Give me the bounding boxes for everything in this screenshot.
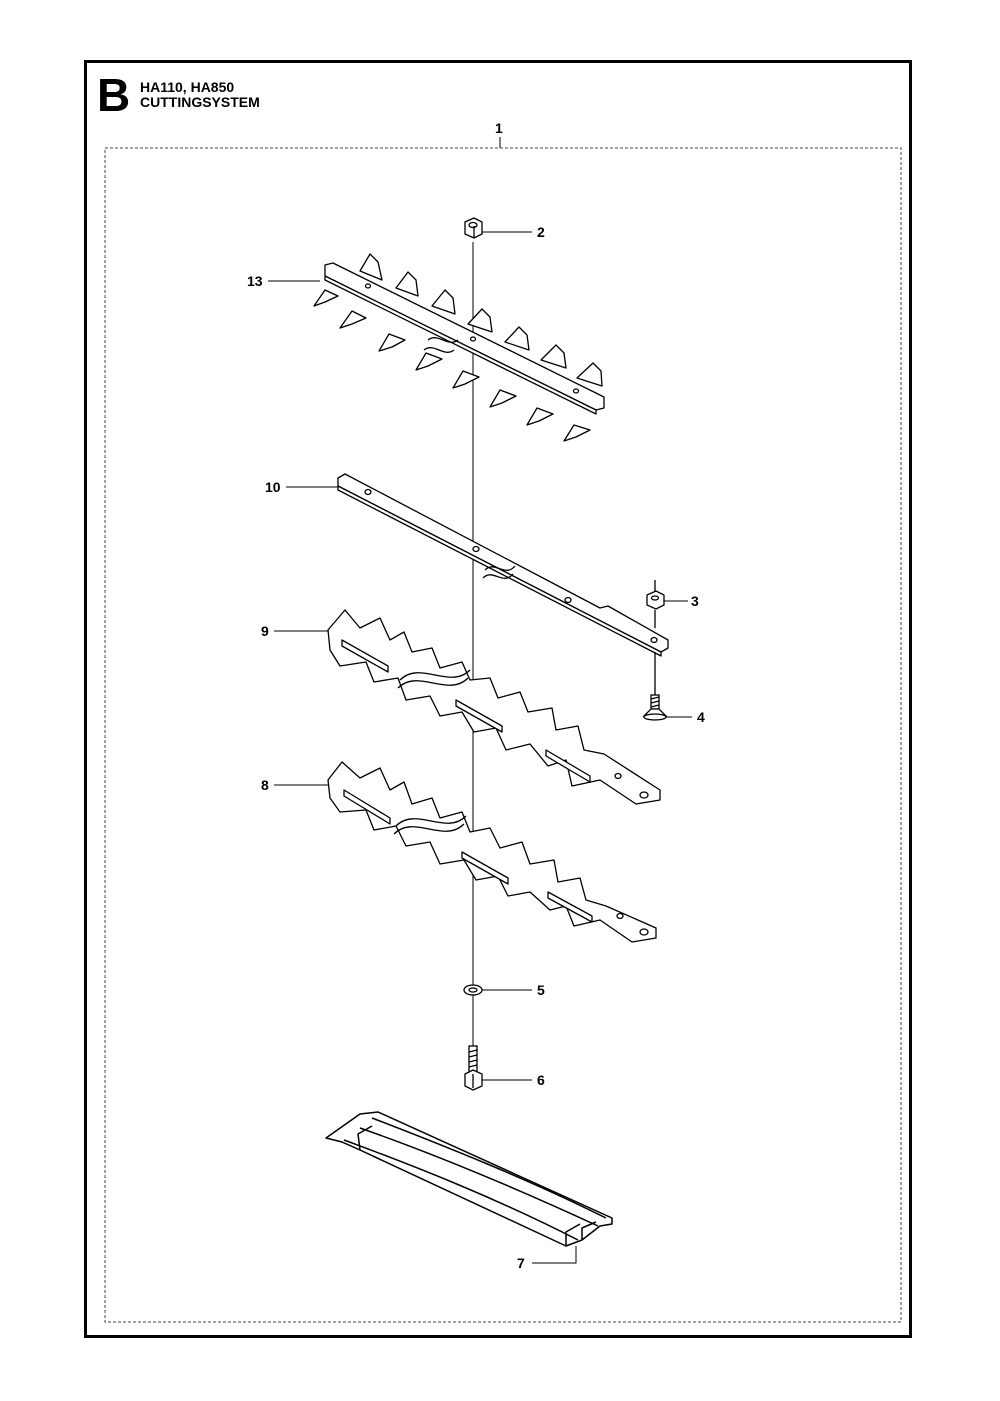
diagram-frame: [84, 60, 912, 1338]
callout-7: 7: [517, 1255, 525, 1271]
guide-bar-part: [313, 253, 605, 442]
callout-8: 8: [261, 777, 269, 793]
top-nut-part: [464, 217, 483, 239]
callout-6: 6: [537, 1072, 545, 1088]
callout-1: 1: [495, 120, 503, 136]
section-letter: B: [97, 69, 131, 121]
callout-5: 5: [537, 982, 545, 998]
callout-3: 3: [691, 593, 699, 609]
bolt-part: [464, 1045, 483, 1091]
callout-4: 4: [697, 709, 705, 725]
callout-13: 13: [247, 273, 263, 289]
upper-blade-part: [327, 609, 661, 805]
callout-2: 2: [537, 224, 545, 240]
callout-10: 10: [265, 479, 281, 495]
callout-9: 9: [261, 623, 269, 639]
blade-guard-part: [325, 1111, 613, 1247]
washer-part: [463, 984, 483, 996]
model-numbers: HA110, HA850: [140, 79, 235, 95]
small-nut-part: [646, 580, 665, 695]
strip-part: [337, 473, 669, 657]
screw-part: [642, 694, 668, 721]
assembly-boundary: [104, 147, 902, 1323]
lower-blade-part: [327, 761, 657, 943]
section-title: CUTTINGSYSTEM: [140, 94, 260, 110]
